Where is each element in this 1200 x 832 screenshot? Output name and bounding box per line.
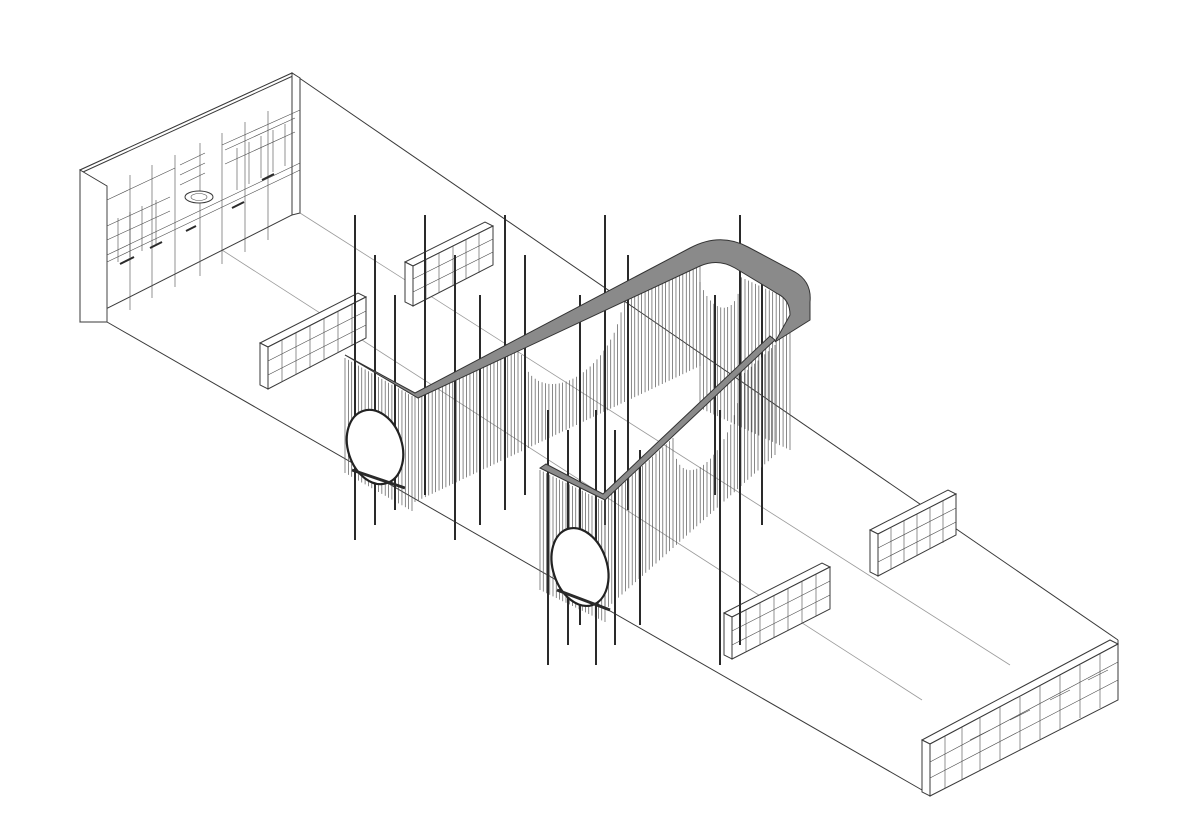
shelving-unit — [722, 562, 832, 660]
round-opening — [550, 526, 610, 608]
cabinet-handles — [119, 173, 275, 265]
shelving-unit — [868, 489, 958, 577]
cabinet-wall — [78, 72, 301, 323]
top-rail — [344, 239, 811, 501]
cabinet-cubbies — [106, 117, 296, 262]
shelving-unit — [258, 292, 368, 390]
sink — [184, 190, 214, 204]
slatted-screen-with-arches — [344, 215, 791, 540]
shelving-unit — [403, 221, 495, 307]
bench-with-shelving — [920, 639, 1120, 797]
